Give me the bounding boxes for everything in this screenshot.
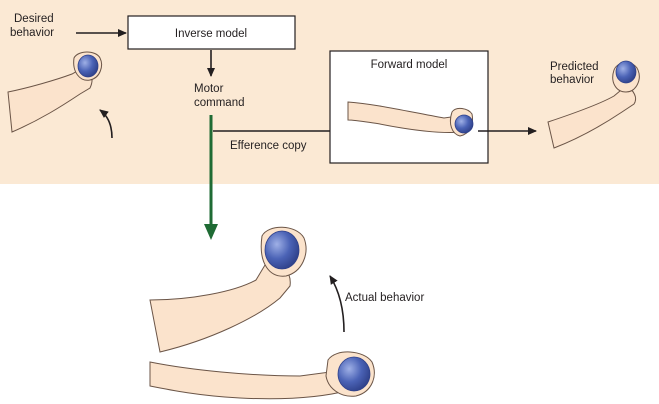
svg-text:Desired behavior: Desired behavior bbox=[10, 13, 57, 39]
inverse-model-label: Inverse model bbox=[175, 28, 247, 40]
desired-ball-icon bbox=[77, 54, 99, 78]
desired-curved-arrow bbox=[99, 109, 113, 139]
inverse-model-box bbox=[127, 15, 296, 50]
predicted-behavior-label-line2: behavior bbox=[550, 74, 594, 86]
predicted-behavior-label-line1: Predicted bbox=[550, 61, 599, 73]
actual-behavior-label: Actual behavior bbox=[345, 292, 424, 304]
motor-command-arrowhead bbox=[204, 224, 218, 240]
desired-behavior-label-line2: behavior bbox=[10, 27, 54, 39]
actual-ball-end-icon bbox=[264, 230, 300, 270]
svg-text:Predicted behavior: Predicted behavior bbox=[550, 61, 602, 86]
actual-curved-arrow bbox=[329, 275, 345, 333]
svg-text:Motor command: Motor command bbox=[194, 83, 245, 109]
desired-behavior-label-line1: Desired bbox=[14, 13, 54, 25]
efference-copy-label: Efference copy bbox=[230, 140, 307, 152]
actual-ball-start-icon bbox=[337, 356, 371, 392]
motor-command-label-line2: command bbox=[194, 97, 245, 109]
predicted-ball-icon bbox=[615, 60, 637, 84]
forward-ball-icon bbox=[454, 114, 474, 134]
motor-command-label-line1: Motor bbox=[194, 83, 224, 95]
forward-model-label: Forward model bbox=[371, 59, 448, 71]
